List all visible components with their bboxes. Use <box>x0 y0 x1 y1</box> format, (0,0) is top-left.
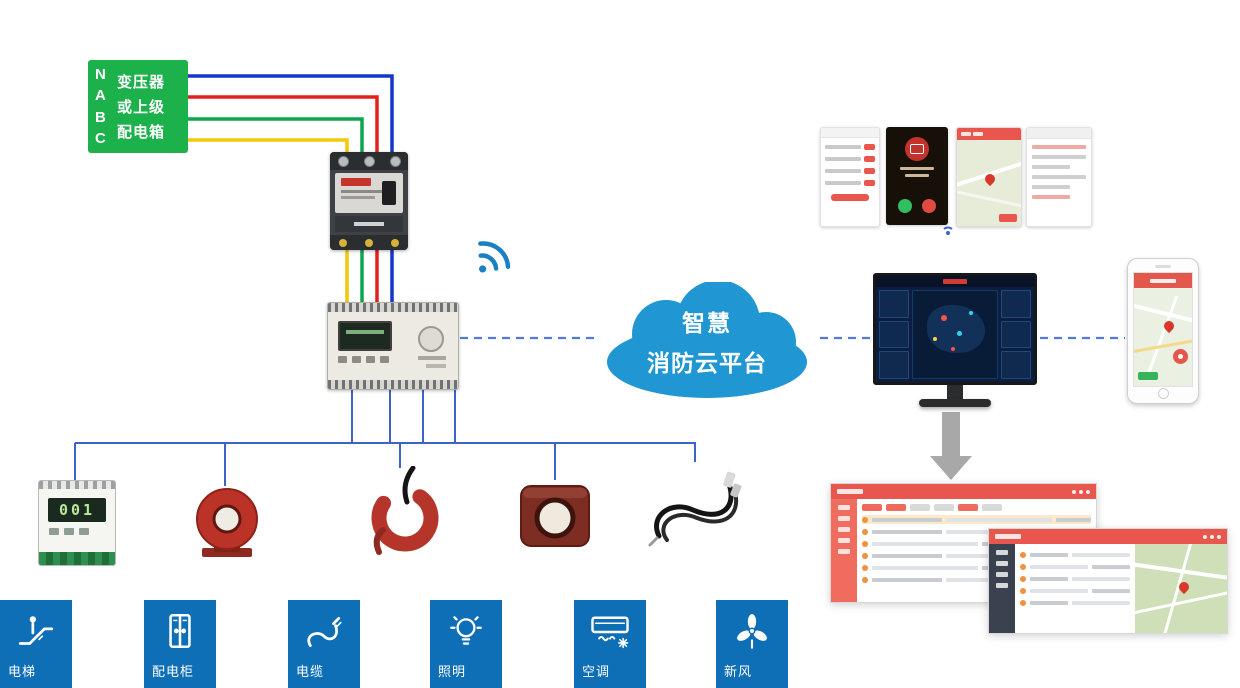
wifi-icon <box>460 228 522 290</box>
phase-b: B <box>95 108 106 126</box>
device-dial <box>418 326 444 352</box>
app-screen-map <box>956 127 1022 227</box>
window-titlebar <box>989 529 1227 544</box>
cloud-platform: 智慧 消防云平台 <box>596 282 818 400</box>
phone-speaker <box>1155 265 1171 268</box>
device-top-terminals <box>328 303 458 312</box>
endpoint-fresh-air: 新风 <box>716 600 788 688</box>
dashboard-logo <box>943 279 967 284</box>
window-sidebar <box>989 544 1015 633</box>
answer-call-icon <box>898 199 912 213</box>
breaker-toggle <box>382 181 396 205</box>
cloud-shape <box>607 282 807 398</box>
wire-b-green <box>188 117 364 152</box>
source-label: 变压器 或上级 配电箱 <box>117 74 166 141</box>
temperature-sensor-cables <box>645 460 745 548</box>
endpoint-lighting: 照明 <box>430 600 502 688</box>
power-source-box: N A B C 变压器 或上级 配电箱 <box>88 60 188 153</box>
dashboard-map <box>912 290 998 379</box>
meter-terminals <box>39 552 115 565</box>
fan-icon <box>737 614 767 649</box>
meter-display: 001 <box>48 498 106 522</box>
dashboard-left-panels <box>879 290 909 380</box>
status-tag <box>1138 372 1158 380</box>
square-current-transformer <box>513 480 597 552</box>
app-screen-message <box>1026 127 1092 227</box>
endpoint-cable: 电缆 <box>288 600 360 688</box>
app-screen-worklist <box>820 127 880 227</box>
wire-a-red <box>188 95 379 152</box>
wireless-link-icon <box>940 222 956 236</box>
window-titlebar <box>831 484 1096 499</box>
dashboard-screen <box>873 273 1037 385</box>
endpoint-elevator: 电梯 <box>0 600 72 688</box>
wire-c-yellow <box>188 138 349 152</box>
endpoint-label: 空调 <box>582 664 611 679</box>
breaker-top-terminals <box>330 152 408 170</box>
monitor-base <box>919 399 991 407</box>
endpoint-label: 配电柜 <box>152 664 195 679</box>
circuit-breaker <box>330 152 408 250</box>
report-window-2 <box>988 528 1228 634</box>
cable-icon <box>307 616 342 648</box>
wire-n-blue <box>188 74 394 152</box>
window-map-panel <box>1135 544 1227 633</box>
breaker-rating-plate <box>335 216 403 232</box>
locate-button <box>1173 349 1188 364</box>
ac-icon <box>591 616 629 649</box>
phone-app-header <box>1134 273 1192 288</box>
phase-a: A <box>95 87 106 105</box>
meter-buttons <box>49 528 105 535</box>
endpoint-air-conditioning: 空调 <box>574 600 646 688</box>
device-buttons <box>338 356 389 363</box>
phase-labels: N A B C <box>88 60 117 153</box>
phone-home-button <box>1158 388 1169 399</box>
electrical-fire-monitor-device <box>327 302 459 390</box>
window-toolbar <box>862 504 1091 511</box>
escalator-icon <box>18 616 54 645</box>
dashboard-header <box>876 276 1034 287</box>
breaker-bottom-terminals <box>330 235 408 250</box>
window-sidebar <box>831 499 857 602</box>
phase-c: C <box>95 129 106 147</box>
cloud-title: 智慧 消防云平台 <box>647 310 767 376</box>
din-rail-meter: 001 <box>38 480 116 566</box>
bulb-icon <box>450 616 482 645</box>
endpoint-distribution-cabinet: 配电柜 <box>144 600 216 688</box>
endpoint-label: 照明 <box>438 664 467 679</box>
mobile-phone-map-app <box>1127 258 1199 404</box>
desktop-monitor <box>873 273 1037 407</box>
decline-call-icon <box>922 199 936 213</box>
breaker-brand-label <box>341 178 371 186</box>
cabinet-icon <box>169 613 191 648</box>
phase-n: N <box>95 66 106 83</box>
down-arrow-icon <box>930 412 972 480</box>
alarm-center-logo <box>905 137 929 161</box>
dashboard-right-panels <box>1001 290 1031 380</box>
open-type-current-transformer <box>363 466 443 558</box>
monitor-stand <box>947 385 963 399</box>
breaker-face <box>335 173 403 213</box>
app-screen-alarm-call <box>886 127 948 225</box>
device-lcd <box>338 321 392 351</box>
endpoint-label: 新风 <box>724 664 753 679</box>
device-bottom-terminals <box>328 380 458 389</box>
current-transformer-ring <box>188 486 266 562</box>
phone-screen <box>1133 272 1193 387</box>
endpoint-label: 电缆 <box>296 664 325 679</box>
endpoint-label: 电梯 <box>8 664 37 679</box>
